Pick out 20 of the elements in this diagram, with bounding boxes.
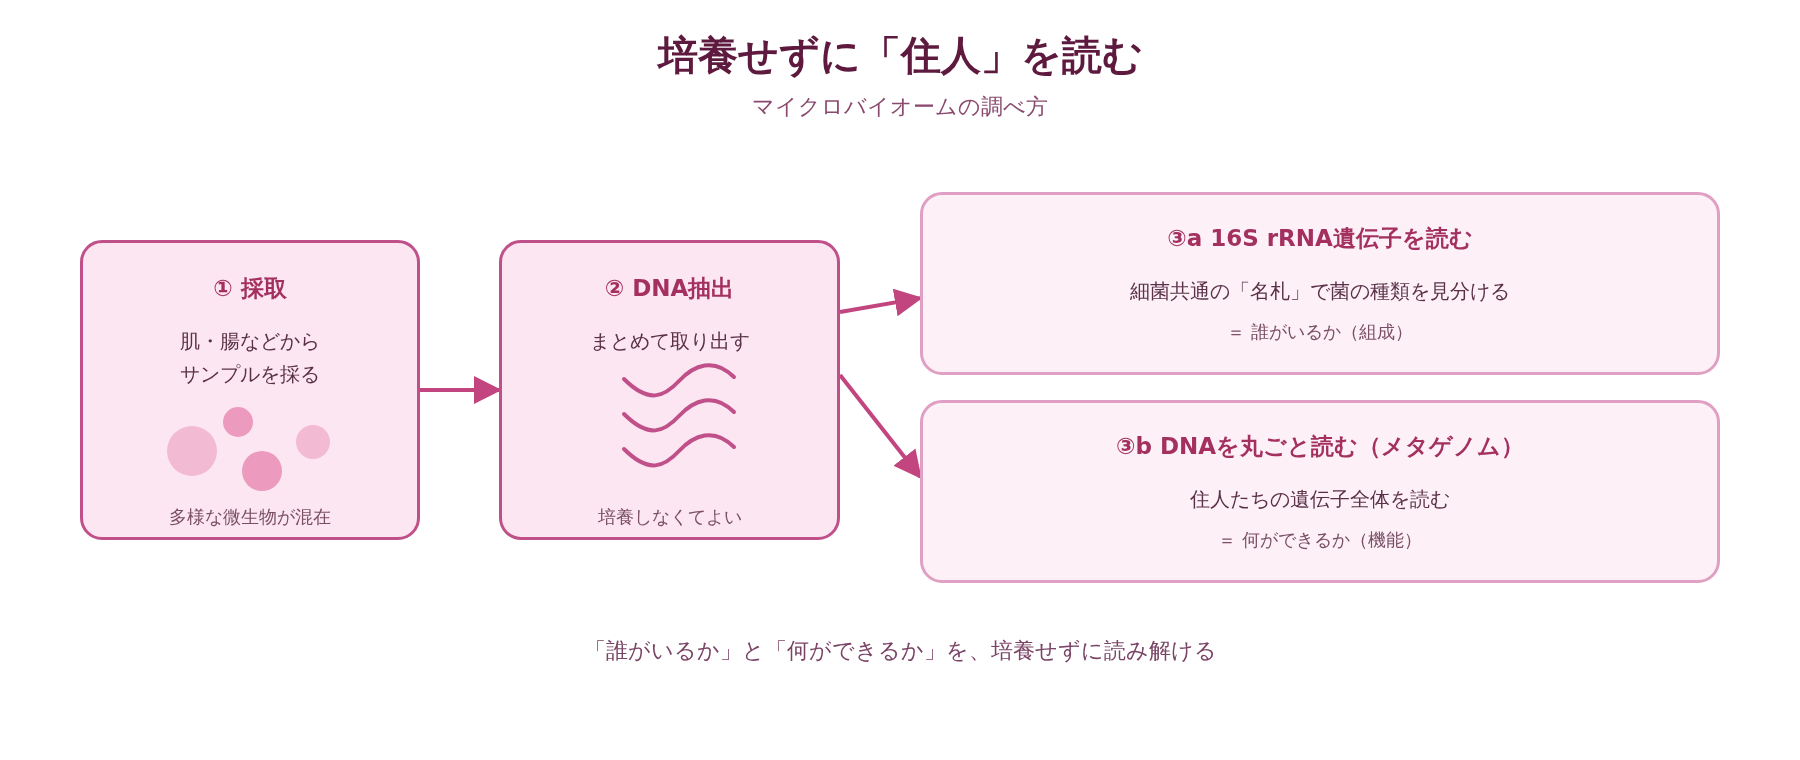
box-heading: ③b DNAを丸ごと読む（メタゲノム） xyxy=(1115,432,1525,461)
process-box xyxy=(920,400,1720,583)
box-note: 多様な微生物が混在 xyxy=(169,505,331,529)
title: 培養せずに「住人」を読む xyxy=(656,31,1144,80)
process-box xyxy=(499,240,840,540)
box-note: ＝ 何ができるか（機能） xyxy=(1218,528,1422,552)
box-text: まとめて取り出す xyxy=(589,328,750,355)
caption: 「誰がいるか」と「何ができるか」を、培養せずに読み解ける xyxy=(582,637,1218,665)
arrow xyxy=(838,373,922,480)
box-text: 肌・腸などからサンプルを採る xyxy=(179,328,321,388)
process-box xyxy=(920,192,1720,375)
subtitle: マイクロバイオームの調べ方 xyxy=(751,93,1049,121)
box-heading: ② DNA抽出 xyxy=(604,274,735,303)
process-box xyxy=(80,240,420,540)
box-note: 培養しなくてよい xyxy=(597,505,742,529)
box-text: 住人たちの遺伝子全体を読む xyxy=(1190,486,1450,513)
box-note: ＝ 誰がいるか（組成） xyxy=(1227,320,1413,344)
box-heading: ① 採取 xyxy=(213,274,287,303)
box-heading: ③a 16S rRNA遺伝子を読む xyxy=(1167,224,1473,253)
box-text: 細菌共通の「名札」で菌の種類を見分ける xyxy=(1130,278,1510,305)
